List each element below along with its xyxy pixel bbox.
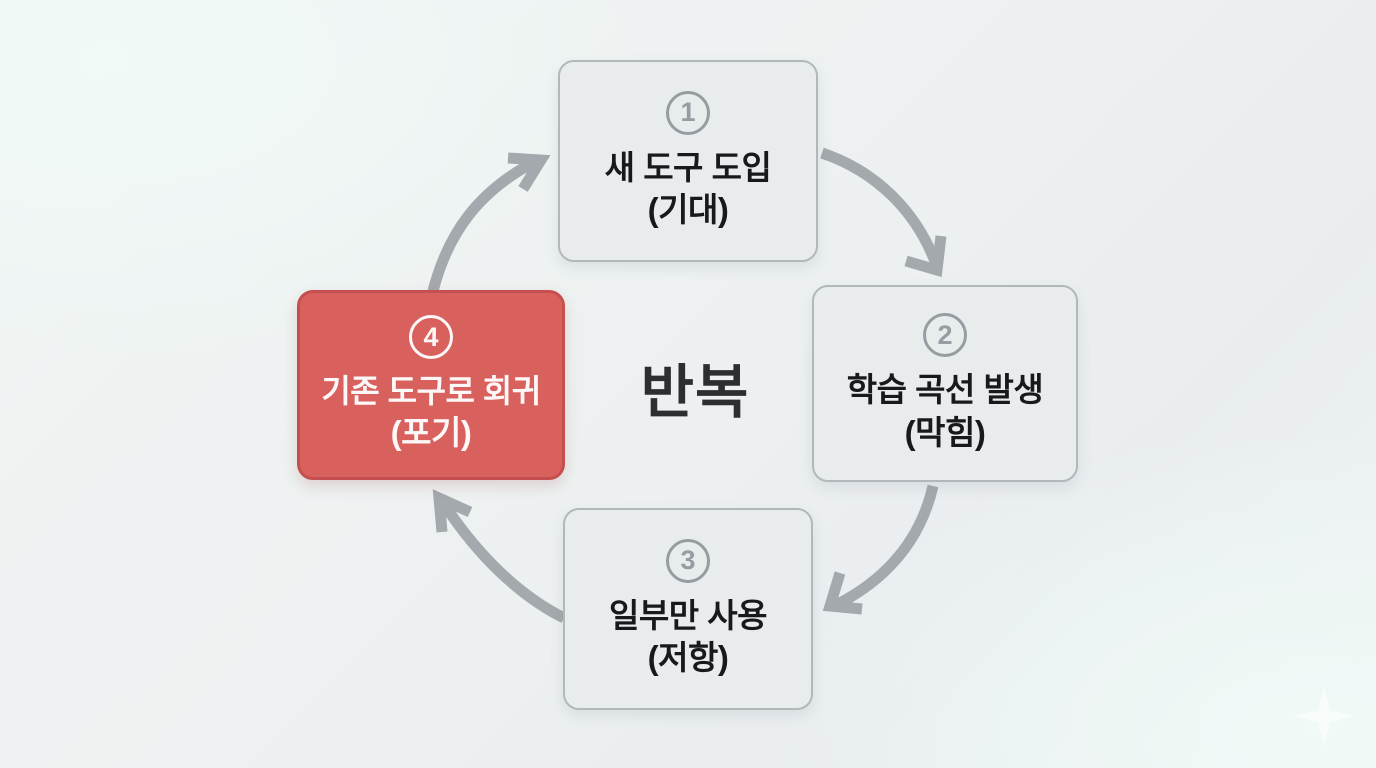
step-number-badge: 4 [409, 315, 453, 360]
step-box-new-tool: 1 새 도구 도입 (기대) [558, 60, 818, 262]
step-subtitle: (기대) [647, 191, 729, 228]
step-box-learning-curve: 2 학습 곡선 발생 (막힘) [812, 285, 1078, 482]
step-title: 새 도구 도입 [604, 148, 772, 186]
step-subtitle: (포기) [390, 414, 472, 452]
arrow-step2-to-step3 [822, 484, 939, 615]
step-subtitle: (막힘) [904, 413, 986, 451]
step-title: 일부만 사용 [609, 596, 767, 634]
arrow-step4-to-step1 [427, 152, 551, 293]
step-number-badge: 3 [666, 538, 710, 583]
arrow-step3-to-step4 [432, 489, 567, 623]
step-title: 기존 도구로 회귀 [321, 373, 541, 410]
step-box-revert-to-old-tool: 4 기존 도구로 회귀 (포기) [297, 290, 565, 480]
cycle-center-label: 반복 [640, 360, 750, 425]
step-box-partial-use: 3 일부만 사용 (저항) [563, 508, 813, 710]
step-number-badge: 1 [666, 90, 710, 135]
step-subtitle: (저항) [647, 639, 729, 676]
sparkle-watermark-icon [1294, 686, 1354, 746]
step-number-badge: 2 [923, 313, 967, 358]
step-title: 학습 곡선 발생 [846, 371, 1044, 409]
arrow-step1-to-step2 [820, 147, 947, 278]
